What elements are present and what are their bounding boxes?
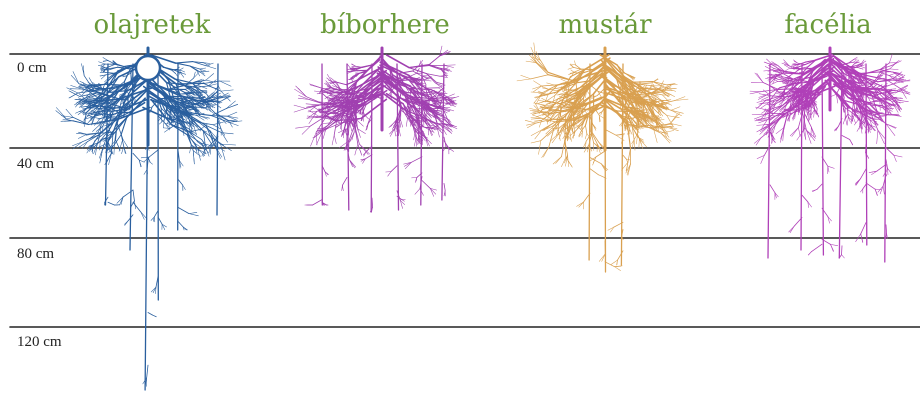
plant-name-facelia: facélia: [738, 10, 918, 40]
depth-label-0: 0 cm: [17, 60, 47, 77]
plant-name-olajretek: olajretek: [62, 10, 242, 40]
olajretek-hypocotyl: [136, 56, 160, 80]
depth-label-40: 40 cm: [17, 156, 54, 173]
plant-name-mustar: mustár: [515, 10, 695, 40]
depth-label-120: 120 cm: [17, 334, 62, 351]
depth-label-80: 80 cm: [17, 246, 54, 263]
plant-name-biborhere: bíborhere: [295, 10, 475, 40]
